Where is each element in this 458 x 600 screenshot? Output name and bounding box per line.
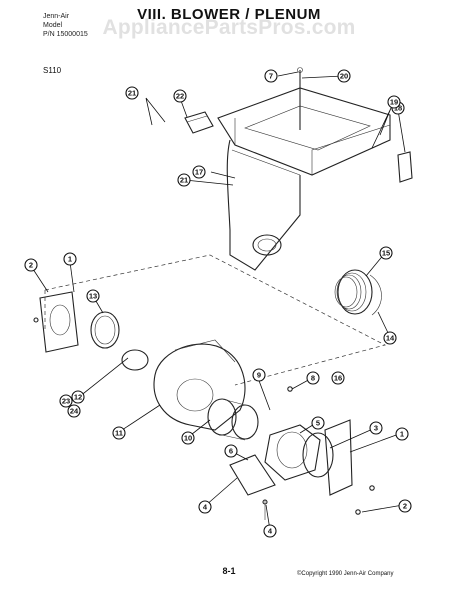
callout-6: 6 <box>224 444 238 458</box>
svg-text:15: 15 <box>382 249 390 258</box>
svg-text:4: 4 <box>268 527 273 536</box>
callout-10: 10 <box>181 431 195 445</box>
mounting-plate <box>229 454 276 496</box>
motor-mount-bracket <box>324 419 353 496</box>
callout-15: 15 <box>379 246 393 260</box>
svg-text:7: 7 <box>269 72 273 81</box>
svg-text:13: 13 <box>89 292 97 301</box>
callout-19: 19 <box>387 95 401 109</box>
callout-2-left: 2 <box>24 258 38 272</box>
retaining-clip <box>397 151 413 183</box>
callout-1-right: 1 <box>395 427 409 441</box>
mounting-bracket <box>184 111 214 134</box>
plenum-housing <box>217 87 391 271</box>
callout-21-top: 21 <box>125 86 139 100</box>
page-title: VIII. BLOWER / PLENUM <box>137 6 321 23</box>
svg-text:6: 6 <box>229 447 233 456</box>
copyright-notice: ©Copyright 1990 Jenn-Air Company <box>297 571 394 577</box>
callout-13: 13 <box>86 289 100 303</box>
model-code: S110 <box>43 66 62 75</box>
part-number-line: P/N 15000015 <box>43 31 88 38</box>
flexible-duct <box>334 269 382 316</box>
callout-3: 3 <box>369 421 383 435</box>
callout-11: 11 <box>112 426 126 440</box>
svg-text:11: 11 <box>115 429 123 438</box>
callout-2-right: 2 <box>398 499 412 513</box>
svg-text:18: 18 <box>394 104 402 113</box>
svg-text:1: 1 <box>400 430 404 439</box>
left-end-bracket <box>39 291 79 353</box>
svg-text:12: 12 <box>74 393 82 402</box>
svg-text:16: 16 <box>334 374 342 383</box>
callout-4-left: 4 <box>198 500 212 514</box>
callout-21-side: 21 <box>177 173 191 187</box>
callout-4-bottom: 4 <box>263 524 277 538</box>
leader-lines <box>30 71 406 531</box>
svg-text:24: 24 <box>70 407 79 416</box>
svg-text:1: 1 <box>68 255 72 264</box>
callout-16: 16 <box>331 371 345 385</box>
callout-7: 7 <box>264 69 278 83</box>
screws <box>33 317 375 515</box>
callout-12: 12 <box>71 390 85 404</box>
svg-text:9: 9 <box>257 371 261 380</box>
company-line: Jenn-Air <box>43 13 70 20</box>
svg-text:17: 17 <box>195 168 203 177</box>
callout-5: 5 <box>311 416 325 430</box>
assembly-outline <box>44 254 386 386</box>
svg-text:4: 4 <box>203 503 208 512</box>
svg-text:8: 8 <box>311 374 315 383</box>
callout-24: 24 <box>67 404 81 418</box>
page-number: 8-1 <box>222 566 236 576</box>
svg-text:5: 5 <box>316 419 320 428</box>
model-line: Model <box>43 22 63 29</box>
svg-text:21: 21 <box>128 89 136 98</box>
svg-text:2: 2 <box>29 261 33 270</box>
svg-text:10: 10 <box>184 434 192 443</box>
callout-22: 22 <box>173 89 187 103</box>
blower-wheel <box>207 398 259 441</box>
callout-9: 9 <box>252 368 266 382</box>
callout-17: 17 <box>192 165 206 179</box>
clamp-ring <box>90 311 120 349</box>
callout-14: 14 <box>383 331 397 345</box>
callout-1-left: 1 <box>63 252 77 266</box>
callout-23: 23 <box>59 394 73 408</box>
svg-text:14: 14 <box>386 334 395 343</box>
svg-text:21: 21 <box>180 176 188 185</box>
motor-end-bell <box>302 432 334 478</box>
svg-text:23: 23 <box>62 397 70 406</box>
svg-text:19: 19 <box>390 98 398 107</box>
callout-20: 20 <box>337 69 351 83</box>
svg-text:22: 22 <box>176 92 184 101</box>
blower-housing <box>153 339 246 431</box>
svg-text:3: 3 <box>374 424 378 433</box>
callout-8: 8 <box>306 371 320 385</box>
svg-text:20: 20 <box>340 72 348 81</box>
svg-text:2: 2 <box>403 502 407 511</box>
blower-motor <box>264 424 321 481</box>
hose-clamp <box>121 349 149 371</box>
